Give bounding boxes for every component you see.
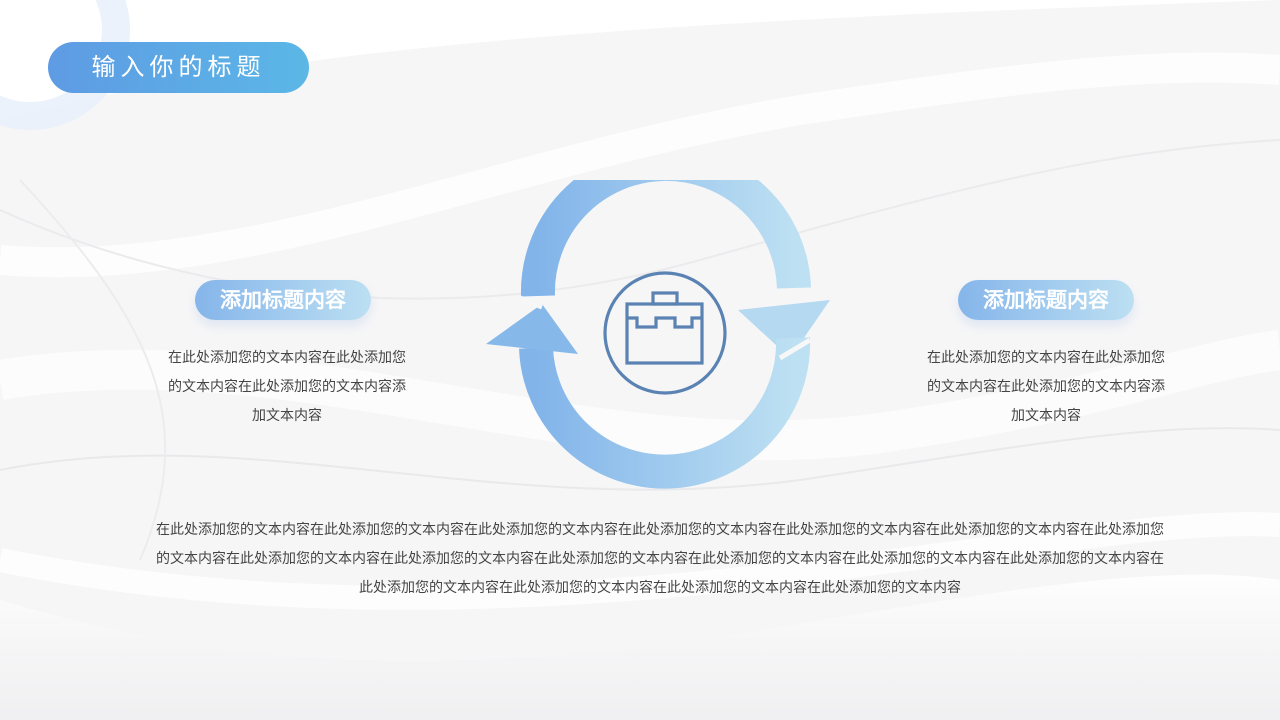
cycle-arrows-graphic xyxy=(480,146,840,494)
upper-arc-arrow xyxy=(520,146,811,297)
left-body-text: 在此处添加您的文本内容在此处添加您的文本内容在此处添加您的文本内容添加文本内容 xyxy=(168,350,406,424)
left-arrowhead xyxy=(486,304,578,354)
bottom-paragraph: 在此处添加您的文本内容在此处添加您的文本内容在此处添加您的文本内容在此处添加您的… xyxy=(156,522,1164,596)
right-heading-pill[interactable]: 添加标题内容 xyxy=(958,280,1134,320)
right-arrowhead xyxy=(738,300,830,358)
right-body-text: 在此处添加您的文本内容在此处添加您的文本内容在此处添加您的文本内容添加文本内容 xyxy=(927,350,1165,424)
left-heading-pill[interactable]: 添加标题内容 xyxy=(195,280,371,320)
lower-arc-arrow xyxy=(519,337,811,489)
briefcase-icon xyxy=(603,271,727,395)
slide-title[interactable]: 输入你的标题 xyxy=(48,42,309,93)
